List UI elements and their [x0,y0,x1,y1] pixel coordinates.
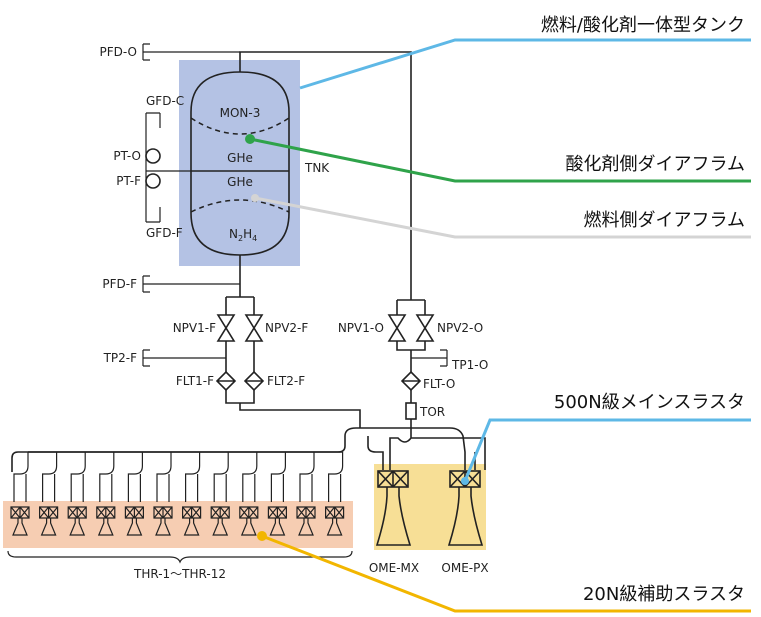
main-thruster-leader-line [463,418,751,482]
oxidizer-feed-line [239,51,412,300]
fuel-label: N2H4 [229,227,257,243]
gfd-c-label: GFD-C [146,94,184,108]
pt-o-label: PT-O [113,149,141,163]
aux-brace [7,550,353,564]
tank-callout: 燃料/酸化剤一体型タンク [541,15,745,36]
npv1-f-label: NPV1-F [173,321,216,335]
npv2-o-label: NPV2-O [437,321,483,335]
aux-thruster-11 [296,452,316,536]
tp1-o-label: TP1-O [451,358,488,372]
flt-o-label: FLT-O [423,377,455,391]
fuel-manifold-main [360,427,466,470]
fuel-manifold-aux [11,427,360,472]
aux-thruster-10 [267,452,287,536]
pfd-o-label: PFD-O [100,45,138,59]
npv1-o-valve [387,314,407,342]
tank-highlight [179,60,300,266]
npv2-f-label: NPV2-F [265,321,308,335]
tp2-f-port [142,349,226,367]
flt1-f-label: FLT1-F [176,374,214,388]
pfd-f-port [142,275,240,293]
aux-thruster-3 [67,452,87,536]
ome-mx-thruster [375,470,412,546]
aux-thruster-1 [10,452,30,536]
pt-o-gauge [145,148,161,164]
main-thruster-callout: 500N級メインスラスタ [554,392,745,413]
ox-diaphragm-callout: 酸化剤側ダイアフラム [566,154,745,175]
fuel-diaphragm-leader-line [254,196,751,239]
aux-thruster-leader-line [261,534,751,613]
ox-diaphragm-leader-line [249,137,751,183]
fuel-diaphragm-callout: 燃料側ダイアフラム [584,210,745,231]
fuel-drop-mx [367,436,384,470]
tor-label: TOR [419,405,445,419]
npv1-o-label: NPV1-O [338,321,384,335]
ome-px-thruster [447,470,484,546]
tank [190,71,290,256]
fuel-diaphragm-leader-dot [251,194,259,202]
tp2-f-label: TP2-F [103,351,138,365]
ome-px-label: OME-PX [441,561,488,575]
tank-leader-line [299,38,751,90]
gfd-bracket [145,112,161,223]
flt1-f-filter [215,370,237,392]
aux-thruster-4 [96,452,116,536]
aux-thruster-highlight [3,501,353,548]
flt-o-filter [400,370,422,392]
gfd-f-label: GFD-F [146,226,183,240]
pt-f-gauge [145,173,161,189]
aux-thruster-8 [210,452,230,536]
aux-thruster-12 [325,452,345,536]
oxidizer-branches [396,299,426,430]
pfd-f-label: PFD-F [102,277,137,291]
flt2-f-filter [243,370,265,392]
tank-id-label: TNK [304,161,330,175]
ome-mx-label: OME-MX [369,561,419,575]
main-thruster-highlight [374,464,486,550]
aux-thruster-7 [182,452,202,536]
flt2-f-label: FLT2-F [267,374,305,388]
oxidizer-label: MON-3 [220,106,261,120]
pressurant-top-label: GHe [227,151,253,165]
main-leader-dot [461,477,469,485]
aux-thruster-group [10,451,345,536]
aux-range-label: THR-1～THR-12 [133,567,226,581]
aux-thruster-5 [124,452,144,536]
tor-orifice [405,402,417,420]
aux-thruster-2 [39,452,59,536]
aux-thruster-6 [153,452,173,536]
npv1-f-valve [216,314,236,342]
npv2-f-valve [244,314,264,342]
pfd-o-port [142,43,240,61]
pressurant-bottom-label: GHe [227,175,253,189]
pt-f-label: PT-F [116,174,141,188]
npv2-o-valve [415,314,435,342]
aux-thruster-9 [239,452,259,536]
aux-thruster-callout: 20N級補助スラスタ [583,584,745,605]
aux-leader-dot [257,531,267,541]
tp1-o-port [411,349,448,367]
fuel-branches [225,296,361,428]
